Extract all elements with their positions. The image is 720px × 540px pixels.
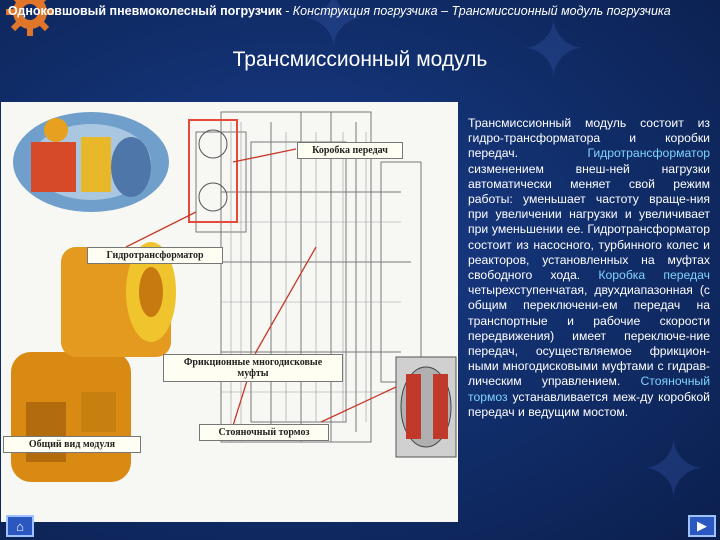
- description-paragraph: сизменением внеш-ней нагрузки автоматиче…: [468, 161, 710, 283]
- slide-title: Трансмиссионный модуль: [232, 48, 488, 71]
- gear-logo-icon: [6, 0, 54, 36]
- label-parking-brake: Стояночный тормоз: [199, 424, 329, 441]
- background-star-decoration: ✦: [300, 0, 368, 66]
- label-torque-converter: Гидротрансформатор: [87, 247, 223, 264]
- arrow-right-icon: ▶: [697, 518, 707, 533]
- term-gearbox: Коробка передач: [598, 268, 710, 283]
- background-star-decoration: ✦: [640, 423, 708, 516]
- background-star-decoration: ✦: [520, 3, 588, 96]
- home-icon: ⌂: [16, 518, 24, 534]
- term-torque-converter: Гидротрансформатор: [587, 146, 710, 161]
- label-gearbox: Коробка передач: [297, 142, 403, 159]
- description-paragraph: Трансмиссионный модуль состоит из гидро-…: [468, 116, 710, 161]
- description-paragraph: устанавливается меж-ду коробкой передач …: [468, 389, 710, 419]
- label-general-view: Общий вид модуля: [3, 436, 141, 453]
- header-italic-text: - Конструкция погрузчика – Трансмиссионн…: [281, 4, 671, 18]
- transmission-module-figure: Коробка передач Гидротрансформатор Фрикц…: [1, 102, 458, 522]
- slide-header: Одноковшовый пневмоколесный погрузчик - …: [8, 4, 708, 19]
- home-button[interactable]: ⌂: [6, 515, 34, 537]
- technical-drawing: [11, 111, 457, 482]
- term-parking-brake: Стояночный тормоз: [468, 374, 710, 404]
- description-text: Трансмиссионный модуль состоит из гидро-…: [468, 116, 710, 420]
- next-button[interactable]: ▶: [688, 515, 716, 537]
- header-bold-text: Одноковшовый пневмоколесный погрузчик: [8, 4, 282, 18]
- description-paragraph: четырехступенчатая, двухдиапазонная (с о…: [468, 283, 710, 389]
- label-friction-clutches: Фрикционные многодисковые муфты: [163, 354, 343, 382]
